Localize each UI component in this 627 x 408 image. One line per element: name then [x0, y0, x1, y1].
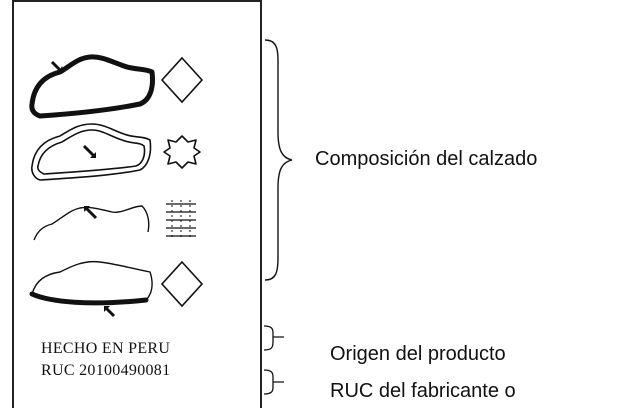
leather-hide-icon: [163, 135, 201, 169]
diamond-icon: [160, 56, 204, 104]
origin-brace: [263, 325, 284, 351]
ruc-annotation: RUC del fabricante o: [330, 380, 516, 402]
shoe-sole-icon: [29, 260, 153, 318]
ruc-text: RUC 20100490081: [41, 362, 171, 379]
diamond-icon: [160, 260, 204, 308]
origin-annotation: Origen del producto: [330, 343, 506, 365]
composition-brace: [264, 39, 293, 281]
shoe-lining-icon: [31, 123, 152, 181]
shoe-insole-icon: [33, 205, 150, 241]
origin-text: HECHO EN PERU: [41, 340, 171, 357]
ruc-brace: [263, 369, 284, 395]
textile-weave-icon: [166, 200, 196, 240]
composition-annotation: Composición del calzado: [315, 148, 538, 170]
shoe-upper-icon: [29, 54, 155, 119]
